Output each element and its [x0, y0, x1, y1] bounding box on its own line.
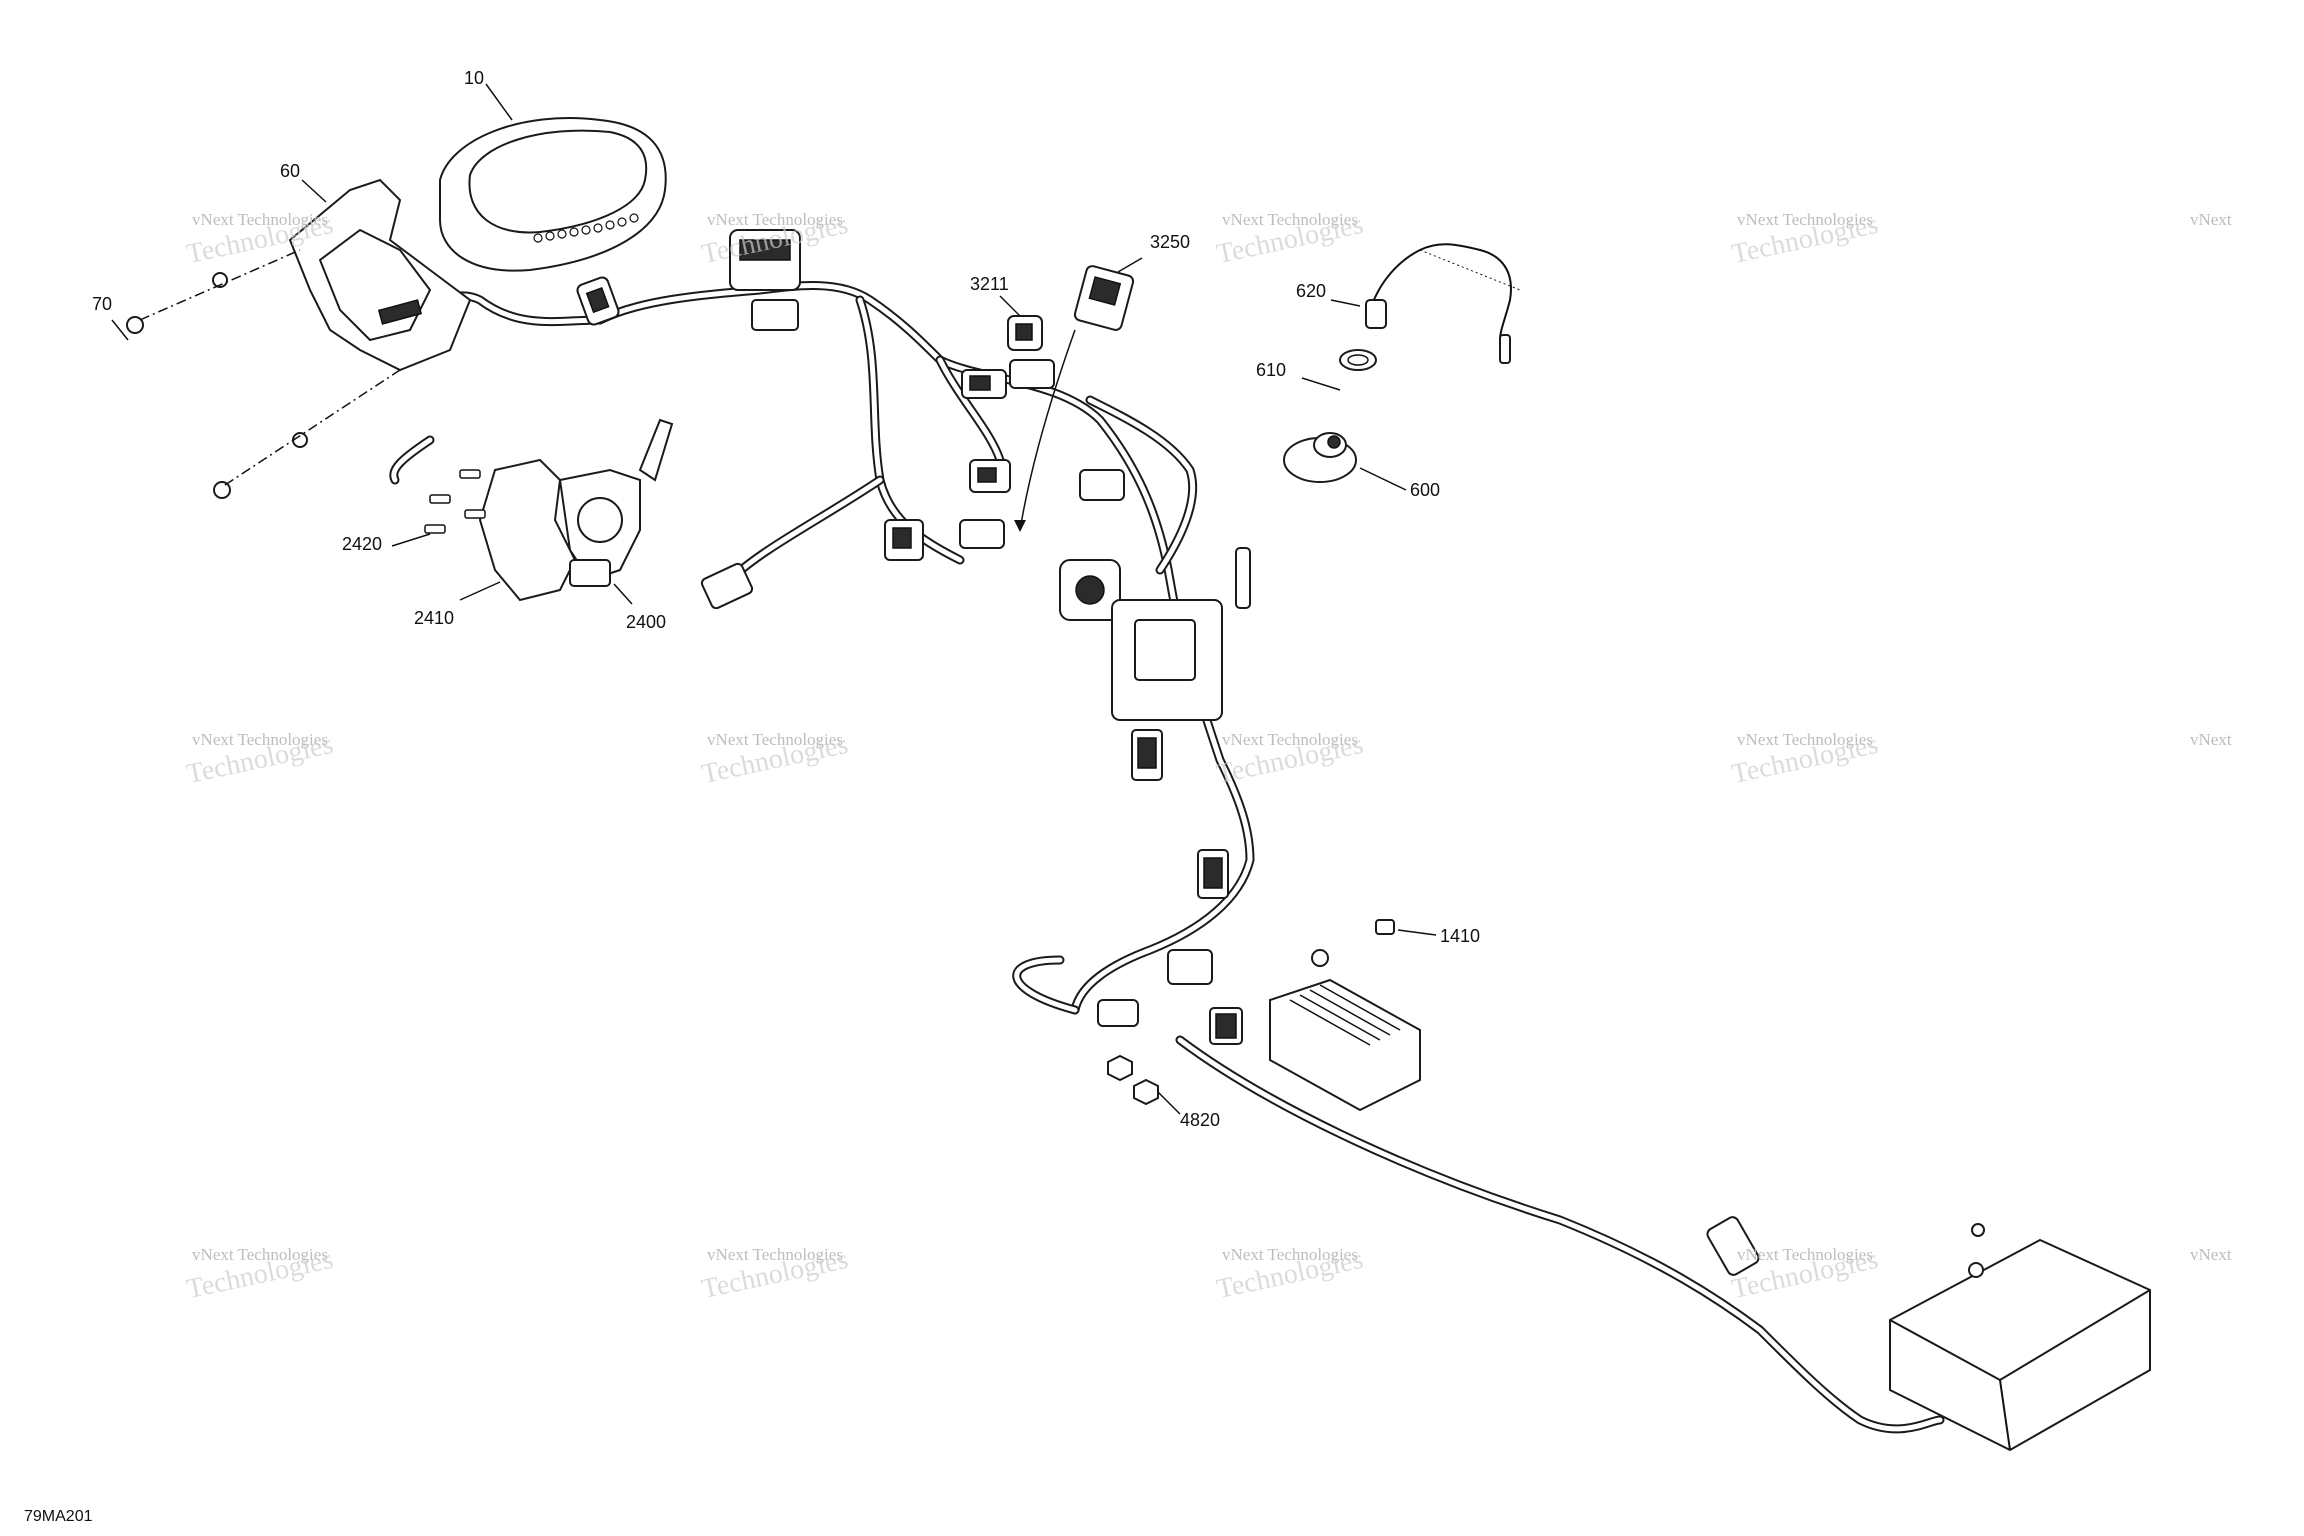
cluster-bracket [288, 178, 472, 372]
callout-2420: 2420 [342, 534, 382, 554]
callout-620: 620 [1296, 281, 1326, 301]
callout-4820: 4820 [1180, 1110, 1220, 1130]
dess-ring [1339, 349, 1377, 371]
dess-post [1283, 432, 1357, 483]
instrument-cluster [439, 117, 667, 272]
indicator-lights [533, 213, 639, 243]
callout-610: 610 [1256, 360, 1286, 380]
screws-2420 [424, 469, 486, 534]
handlebar-switch [424, 418, 674, 602]
callout-labels: 10 60 70 3211 3250 620 610 600 2420 2410… [92, 68, 1480, 1130]
switch-3250 [1014, 265, 1135, 532]
harness-connectors [382, 229, 1251, 1045]
switch-3211 [1007, 315, 1043, 351]
callout-2410: 2410 [414, 608, 454, 628]
voltage-regulator [1269, 919, 1421, 1112]
battery [1706, 1216, 2151, 1452]
callout-3211: 3211 [970, 274, 1009, 294]
dess-lanyard [1365, 243, 1521, 364]
callout-60: 60 [280, 161, 300, 181]
drawing-reference-code: 79MA201 [24, 1508, 93, 1525]
callout-70: 70 [92, 294, 112, 314]
main-harness [355, 281, 1945, 1434]
callout-600: 600 [1410, 480, 1440, 500]
screws-70 [126, 249, 401, 499]
callout-2400: 2400 [626, 612, 666, 632]
callout-10: 10 [464, 68, 484, 88]
callout-1410: 1410 [1440, 926, 1480, 946]
callout-3250: 3250 [1150, 232, 1190, 252]
leader-lines [111, 83, 1437, 1115]
nuts-4820 [1107, 1054, 1159, 1106]
